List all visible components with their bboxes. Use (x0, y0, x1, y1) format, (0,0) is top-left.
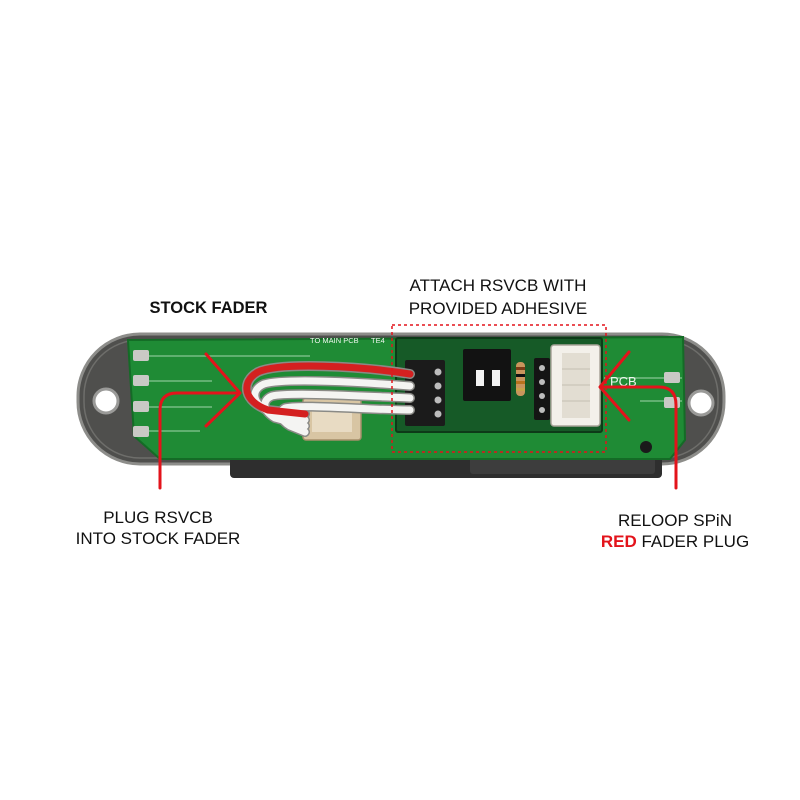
pin-header (534, 358, 550, 420)
plug-line-1: PLUG RSVCB (103, 508, 213, 527)
resistor-bands (516, 367, 525, 391)
white-connector-dividers (562, 368, 590, 402)
pin-header-pins (539, 365, 545, 413)
rsvcb-wire-terminal (405, 360, 445, 426)
silkscreen-te4: TE4 (371, 336, 385, 345)
left-mounting-hole (92, 387, 120, 415)
stock-fader-label: STOCK FADER (149, 299, 268, 317)
dip-switch-toggle-1 (476, 370, 484, 386)
red-word: RED (600, 532, 637, 551)
plug-instruction: PLUG RSVCB INTO STOCK FADER (58, 507, 258, 549)
reloop-instruction: RELOOP SPiN RED FADER PLUG (575, 510, 775, 552)
red-wire (243, 362, 414, 418)
left-solder-pads (133, 350, 149, 437)
attach-line-2: PROVIDED ADHESIVE (408, 299, 588, 318)
white-wire-3 (277, 403, 414, 436)
pcb-traces (140, 355, 682, 432)
rsvcb-terminal-pins (434, 368, 442, 418)
right-plug-arrow (598, 350, 678, 490)
right-mounting-hole (687, 389, 715, 417)
attach-line-1: ATTACH RSVCB WITH (409, 276, 587, 295)
left-plug-arrow (158, 352, 242, 490)
fader-plug-text: FADER PLUG (641, 532, 750, 551)
reloop-line-1: RELOOP SPiN (617, 511, 732, 530)
right-arrowhead (598, 350, 631, 422)
plug-line-2: INTO STOCK FADER (75, 529, 241, 548)
silkscreen-to-main-pcb: TO MAIN PCB (310, 336, 359, 345)
left-arrowhead (204, 352, 242, 428)
pcb-bottom-hole (640, 441, 652, 453)
reloop-line-2: RED FADER PLUG (575, 531, 775, 552)
dip-switch-toggle-2 (492, 370, 500, 386)
dip-switch (463, 349, 511, 401)
stock-connector-inner (312, 410, 352, 432)
silkscreen-pcb: PCB (610, 374, 637, 389)
resistor (516, 362, 525, 396)
attach-instruction: ATTACH RSVCB WITH PROVIDED ADHESIVE (398, 274, 598, 320)
wire-bundle (241, 361, 415, 437)
